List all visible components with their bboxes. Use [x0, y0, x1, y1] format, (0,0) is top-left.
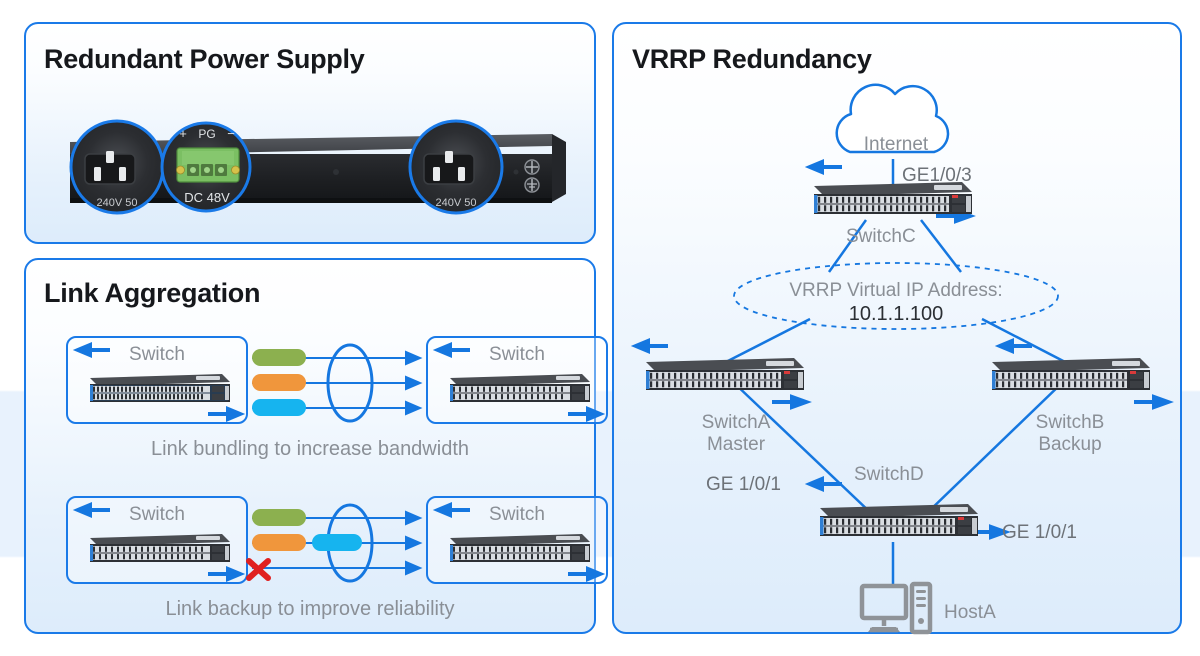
host-a-computer-icon — [859, 581, 933, 635]
switch-box-arrows-2 — [432, 342, 606, 422]
diagram-link-bundling: Switch — [40, 336, 608, 458]
callout-dc-terminal: + PG − DC 48V — [160, 121, 252, 213]
port-label-ge1-0-1-left: GE 1/0/1 — [706, 474, 781, 495]
link-pill-blue-1 — [252, 399, 306, 416]
internet-cloud-label: Internet — [863, 134, 929, 155]
ac-inlet-left-label: 240V 50 — [97, 197, 138, 209]
ground-screw-icon — [524, 159, 540, 175]
switch-box-left-2: Switch — [66, 496, 248, 584]
page-title-link-aggregation: Link Aggregation — [44, 278, 261, 308]
switch-a-role: Master — [706, 433, 766, 455]
switch-label-right-1: Switch — [489, 344, 545, 365]
callout-ac-inlet-left: 240V 50 — [69, 119, 165, 215]
ac-inlet-right-label: 240V 50 — [436, 197, 477, 209]
dc-terminal-label: DC 48V — [184, 190, 230, 205]
switch-box-right-2: Switch — [426, 496, 608, 584]
switch-device-icon — [450, 534, 590, 562]
vrrp-virtual-ip-ellipse — [733, 262, 1059, 330]
caption-link-bundling: Link bundling to increase bandwidth — [151, 438, 469, 460]
diagram-link-backup: Switch — [40, 496, 608, 618]
link-pill-orange-1 — [252, 374, 306, 391]
panel-redundant-power-supply: Redundant Power Supply — [24, 22, 596, 244]
switch-label-left-1: Switch — [129, 344, 185, 365]
panel-vrrp-redundancy: VRRP Redundancy — [612, 22, 1182, 635]
dc-terminal-block-icon — [176, 147, 240, 183]
switch-box-arrows-1 — [72, 342, 246, 422]
link-pill-blue-2 — [312, 534, 362, 551]
switch-a-device-icon — [646, 358, 804, 390]
port-label-ge1-0-1-right: GE 1/0/1 — [1002, 522, 1077, 543]
dc-pin-plus-label: + — [179, 126, 187, 141]
switch-a-name: SwitchA — [701, 412, 771, 433]
caption-link-backup: Link backup to improve reliability — [165, 598, 455, 620]
panel-link-aggregation: Link Aggregation Switch — [24, 258, 608, 634]
page-title-vrrp: VRRP Redundancy — [632, 44, 872, 74]
switch-label-right-2: Switch — [489, 504, 545, 525]
switch-c-label: SwitchC — [846, 226, 916, 247]
port-label-ge1-0-3: GE1/0/3 — [902, 165, 972, 186]
switch-box-arrows-3 — [72, 502, 246, 582]
switch-label-left-2: Switch — [129, 504, 185, 525]
switch-d-label: SwitchD — [854, 464, 924, 485]
vrrp-virtual-ip-caption: VRRP Virtual IP Address: — [789, 280, 1003, 301]
switch-b-name: SwitchB — [1035, 412, 1105, 433]
switch-d-device-icon — [820, 504, 978, 536]
switch-b-device-icon — [992, 358, 1150, 390]
link-pill-green-1 — [252, 349, 306, 366]
link-pill-orange-2 — [252, 534, 306, 551]
switch-box-arrows-4 — [432, 502, 606, 582]
switch-b-role: Backup — [1038, 433, 1102, 455]
callout-ac-inlet-right: 240V 50 — [408, 119, 504, 215]
x-mark-icon — [246, 558, 271, 581]
dc-pin-pg-label: PG — [198, 127, 215, 141]
switch-device-icon — [90, 374, 230, 402]
switch-box-right-1: Switch — [426, 336, 608, 424]
switch-device-icon — [450, 374, 590, 402]
vrrp-topology-lines — [630, 83, 1174, 586]
vrrp-virtual-ip-address: 10.1.1.100 — [848, 303, 944, 325]
earth-symbol-icon — [524, 177, 540, 193]
switch-device-icon — [90, 534, 230, 562]
host-a-label: HostA — [944, 602, 996, 623]
switch-c-device-icon — [814, 182, 972, 214]
power-supply-illustration: 240V 50 + PG − — [46, 112, 576, 222]
internet-cloud-icon — [835, 83, 950, 154]
switch-box-left-1: Switch — [66, 336, 248, 424]
link-pill-green-2 — [252, 509, 306, 526]
dc-pin-minus-label: − — [227, 126, 235, 141]
aggregation-ellipse — [326, 343, 374, 423]
page-title-power: Redundant Power Supply — [44, 44, 365, 74]
